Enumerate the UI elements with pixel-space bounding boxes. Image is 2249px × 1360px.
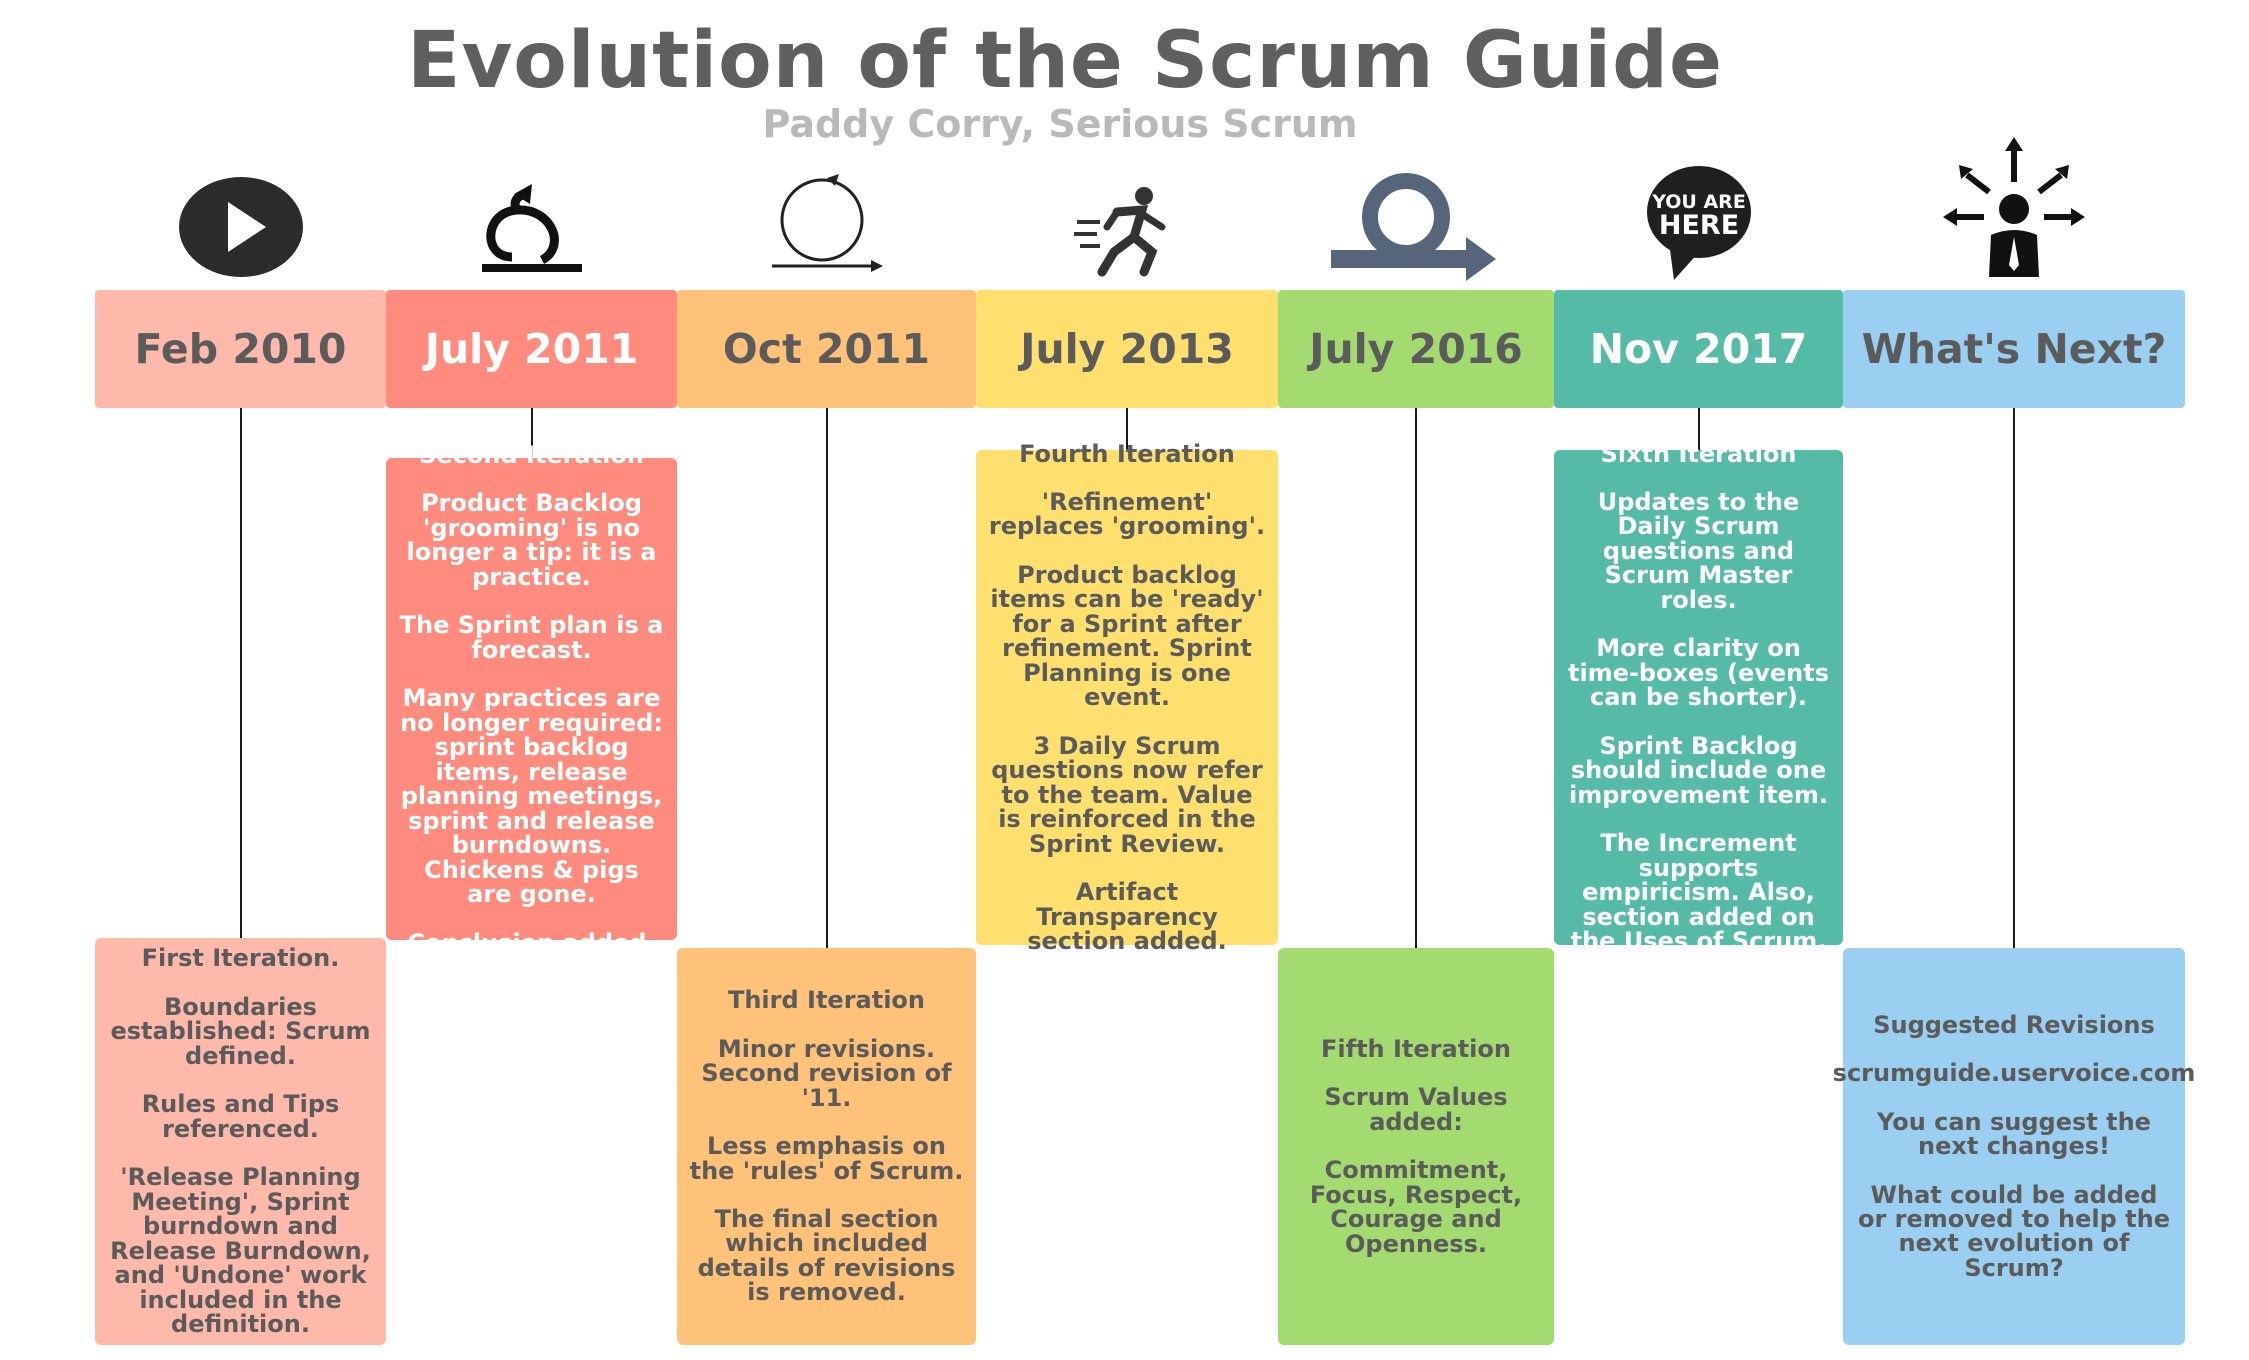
date-header: Nov 2017	[1554, 290, 1843, 408]
timeline-connector	[1697, 408, 1700, 450]
iteration-paragraph: Boundaries established: Scrum defined.	[110, 992, 371, 1070]
iteration-title: Second Iteration	[419, 441, 644, 470]
iteration-paragraph: Scrum Values added:	[1324, 1083, 1508, 1136]
page-title: Evolution of the Scrum Guide	[407, 16, 1723, 106]
iteration-title: Third Iteration	[727, 986, 926, 1015]
timeline-connector	[1126, 408, 1128, 450]
iteration-paragraph: Product backlog items can be 'ready' for…	[990, 560, 1264, 712]
iteration-paragraph: Updates to the Daily Scrum questions and…	[1597, 487, 1800, 614]
timeline-connector	[530, 408, 533, 458]
play-button-icon	[176, 172, 306, 286]
timeline-connector	[239, 408, 242, 938]
iteration-paragraph: Minor revisions. Second revision of '11.	[701, 1034, 952, 1112]
iteration-paragraph: Conclusion added.	[407, 928, 656, 957]
iteration-box: Fourth Iteration 'Refinement' replaces 'g…	[976, 441, 1278, 953]
svg-text:HERE: HERE	[1658, 210, 1738, 241]
timeline-connector	[825, 408, 828, 948]
person-directions-icon	[1939, 137, 2089, 286]
date-header: July 2013	[976, 290, 1278, 408]
iteration-paragraph: 'Release Planning Meeting', Sprint burnd…	[110, 1163, 371, 1339]
iteration-paragraph: What could be added or removed to help t…	[1857, 1180, 2171, 1282]
iteration-paragraph: More clarity on time-boxes (events can b…	[1567, 634, 1830, 712]
iteration-paragraph: Rules and Tips referenced.	[141, 1090, 340, 1143]
iteration-paragraph: You can suggest the next changes!	[1877, 1107, 2151, 1161]
iteration-box: First Iteration. Boundaries established: …	[95, 938, 386, 1345]
loop-arrow-icon	[1326, 172, 1506, 286]
iteration-paragraph: Sprint Backlog should include one improv…	[1569, 731, 1828, 809]
iteration-title: Sixth Iteration	[1600, 439, 1797, 468]
iteration-box: Suggested Revisions scrumguide.uservoice.…	[1833, 948, 2195, 1345]
running-man-icon	[1072, 182, 1182, 286]
iteration-paragraph: Product Backlog 'grooming' is no longer …	[406, 489, 657, 591]
date-header: July 2016	[1278, 290, 1554, 408]
iteration-paragraph: 'Refinement' replaces 'grooming'.	[988, 487, 1266, 541]
iteration-paragraph: Artifact Transparency section added.	[1027, 878, 1227, 956]
iteration-title: Fourth Iteration	[1019, 439, 1235, 468]
iteration-paragraph: scrumguide.uservoice.com	[1832, 1059, 2196, 1088]
page-subtitle: Paddy Corry, Serious Scrum	[762, 102, 1358, 146]
iteration-loop-icon	[767, 172, 887, 286]
iteration-title: Fifth Iteration	[1321, 1034, 1511, 1063]
iteration-paragraph: 3 Daily Scrum questions now refer to the…	[991, 731, 1263, 858]
iteration-paragraph: The Increment supports empiricism. Also,…	[1570, 829, 1827, 956]
date-header: July 2011	[386, 290, 677, 408]
timeline-connector	[1415, 408, 1417, 948]
iteration-paragraph: The Sprint plan is a forecast.	[399, 611, 664, 664]
iteration-paragraph: The final section which included details…	[697, 1204, 956, 1307]
scrum-cycle-icon	[472, 172, 592, 286]
svg-text:YOU ARE: YOU ARE	[1651, 191, 1746, 213]
iteration-title: Suggested Revisions	[1873, 1010, 2155, 1039]
timeline-connector	[2013, 408, 2015, 948]
iteration-paragraph: Commitment, Focus, Respect, Courage and …	[1309, 1156, 1523, 1258]
date-header: What's Next?	[1843, 290, 2185, 408]
iteration-title: First Iteration.	[141, 944, 340, 973]
iteration-paragraph: Many practices are no longer required: s…	[400, 684, 663, 909]
iteration-paragraph: Less emphasis on the 'rules' of Scrum.	[689, 1132, 964, 1185]
date-header: Oct 2011	[677, 290, 976, 408]
date-header: Feb 2010	[95, 290, 386, 408]
you-are-here-icon: YOU ARE HERE	[1644, 162, 1754, 286]
